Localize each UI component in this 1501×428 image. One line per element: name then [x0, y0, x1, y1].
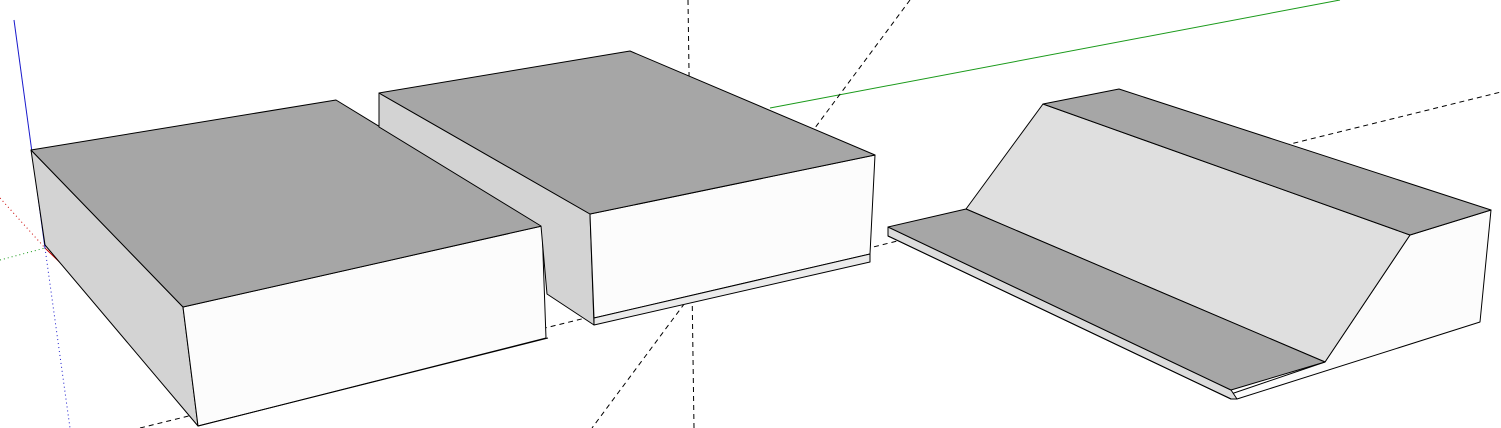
box-middle-top-face[interactable] [378, 50, 876, 215]
box-middle-base-strip [593, 253, 871, 326]
blue-axis-dotted-line [44, 247, 71, 428]
box-left[interactable] [30, 99, 549, 427]
guide-lines-group [139, 0, 1501, 428]
ramp-right-top-face[interactable] [1042, 88, 1492, 236]
red-axis-dotted-line [0, 197, 46, 249]
box-left-base-edge [197, 337, 549, 427]
green-axis-dotted-line [0, 247, 46, 261]
box-middle[interactable] [378, 50, 876, 326]
ramp-right[interactable] [887, 88, 1492, 400]
ramp-right-lower-flat-face[interactable] [887, 208, 1326, 391]
ramp-right-lip-edge [887, 235, 1232, 400]
green-axis-line [769, 0, 1341, 109]
diagonal-guide-line [591, 0, 911, 428]
